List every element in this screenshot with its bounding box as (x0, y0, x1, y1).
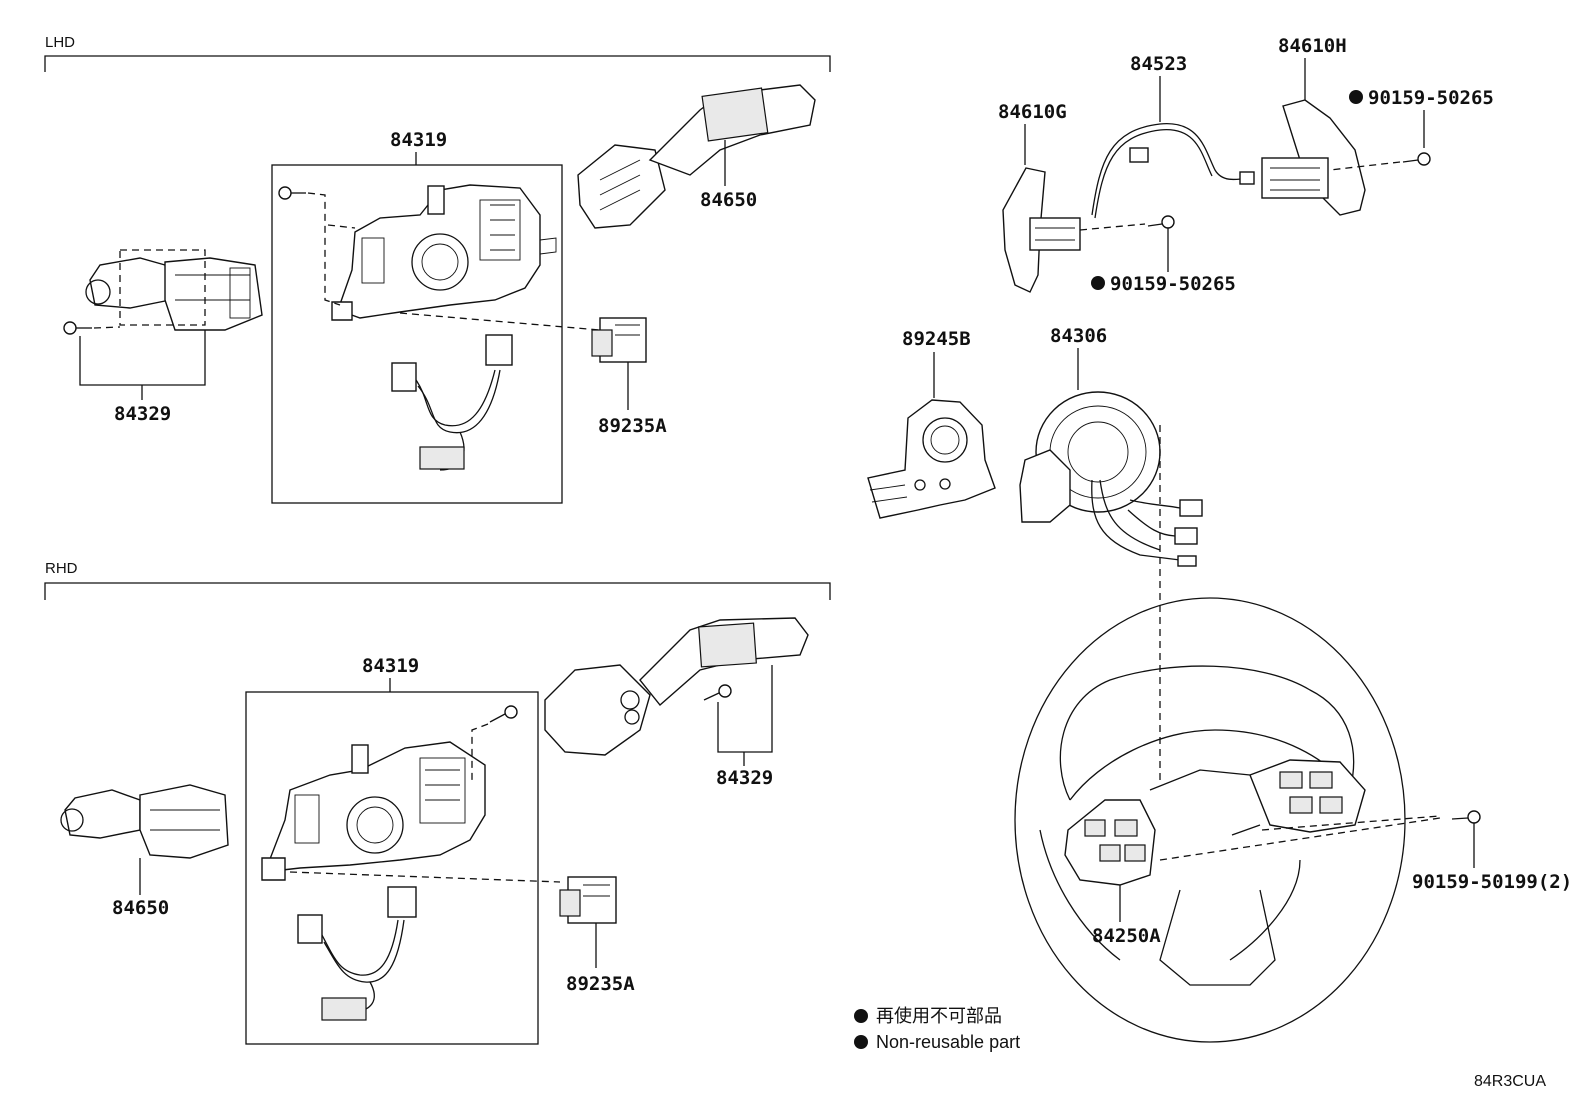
rhd-section-bracket (44, 582, 831, 600)
rhd-84650-wiper-switch (60, 784, 229, 859)
84250A-steering-switch-left (1064, 799, 1156, 886)
lhd-89235A-sensor (591, 317, 647, 363)
89245B-label: 89245B (902, 328, 971, 350)
rhd-84319-wire-harness (297, 886, 417, 1021)
rhd-84329-label: 84329 (716, 767, 773, 789)
lhd-89235A-label: 89235A (598, 415, 667, 437)
90159-50199-label: 90159-50199(2) (1412, 871, 1572, 893)
rhd-84319-group-box (245, 691, 539, 1045)
90159-50265-bottom-screw (1147, 215, 1175, 229)
lhd-combination-switch-body (331, 184, 557, 321)
non-reusable-dot-icon-2 (1091, 276, 1105, 290)
84523-paddle-harness (1091, 123, 1255, 219)
legend-line-english: Non-reusable part (876, 1032, 1020, 1052)
rhd-84319-screw (489, 705, 518, 723)
89245B-steering-angle-sensor (867, 399, 996, 519)
84610G-label: 84610G (998, 101, 1067, 123)
84306-spiral-cable (1019, 391, 1203, 567)
lhd-84319-screw (278, 186, 306, 200)
non-reusable-dot-icon (1349, 90, 1363, 104)
steering-wheel-rim (1014, 597, 1406, 1043)
84610G-left-paddle (1002, 167, 1081, 293)
lhd-section-label: LHD (45, 34, 75, 51)
lhd-84329-leader-bracket (79, 330, 206, 386)
legend: 再使用不可部品 Non-reusable part (854, 1006, 1020, 1052)
rhd-84329-headlamp-switch (544, 617, 809, 756)
legend-line-japanese: 再使用不可部品 (876, 1006, 1002, 1026)
legend-dot-icon-1 (854, 1009, 868, 1023)
90159-50265-top-label: 90159-50265 (1368, 87, 1494, 109)
lhd-84329-screw (63, 321, 92, 335)
rhd-combination-switch-body (261, 741, 486, 881)
84250A-steering-switch-right (1149, 759, 1366, 836)
steering-sensor-group: 89245B 84306 (867, 325, 1203, 780)
paddle-shifter-group: 84523 84610H 90159-50265 84610G (998, 35, 1494, 295)
lhd-84329-headlamp-switch (85, 257, 263, 331)
steering-wheel-group: 90159-50199(2) 84250A (1014, 597, 1572, 1043)
legend-dot-icon-2 (854, 1035, 868, 1049)
lhd-section: LHD 84319 (44, 34, 831, 504)
rhd-89235A-sensor (559, 876, 617, 924)
lhd-84650-wiper-switch (577, 84, 816, 229)
lhd-84319-label: 84319 (390, 129, 447, 151)
84610H-right-paddle (1261, 99, 1366, 216)
84610H-label: 84610H (1278, 35, 1347, 57)
84306-label: 84306 (1050, 325, 1107, 347)
rhd-84650-label: 84650 (112, 897, 169, 919)
lhd-84329-label: 84329 (114, 403, 171, 425)
rhd-84319-label: 84319 (362, 655, 419, 677)
lhd-section-bracket (44, 55, 831, 72)
rhd-section: RHD 84319 (44, 560, 831, 1045)
lhd-84319-group-box (271, 164, 563, 504)
90159-50265-bottom-label: 90159-50265 (1110, 273, 1236, 295)
84250A-label: 84250A (1092, 925, 1161, 947)
84523-label: 84523 (1130, 53, 1187, 75)
diagram-code: 84R3CUA (1474, 1073, 1546, 1090)
lhd-84650-label: 84650 (700, 189, 757, 211)
lhd-84319-screw-dash (307, 192, 341, 306)
rhd-89235A-label: 89235A (566, 973, 635, 995)
rhd-84329-leader-bracket (717, 665, 773, 753)
lhd-84319-wire-harness (391, 334, 513, 471)
rhd-84329-screw (703, 684, 732, 701)
90159-50265-top-screw (1402, 152, 1431, 166)
90159-50199-screw (1451, 810, 1481, 824)
rhd-section-label: RHD (45, 560, 78, 577)
